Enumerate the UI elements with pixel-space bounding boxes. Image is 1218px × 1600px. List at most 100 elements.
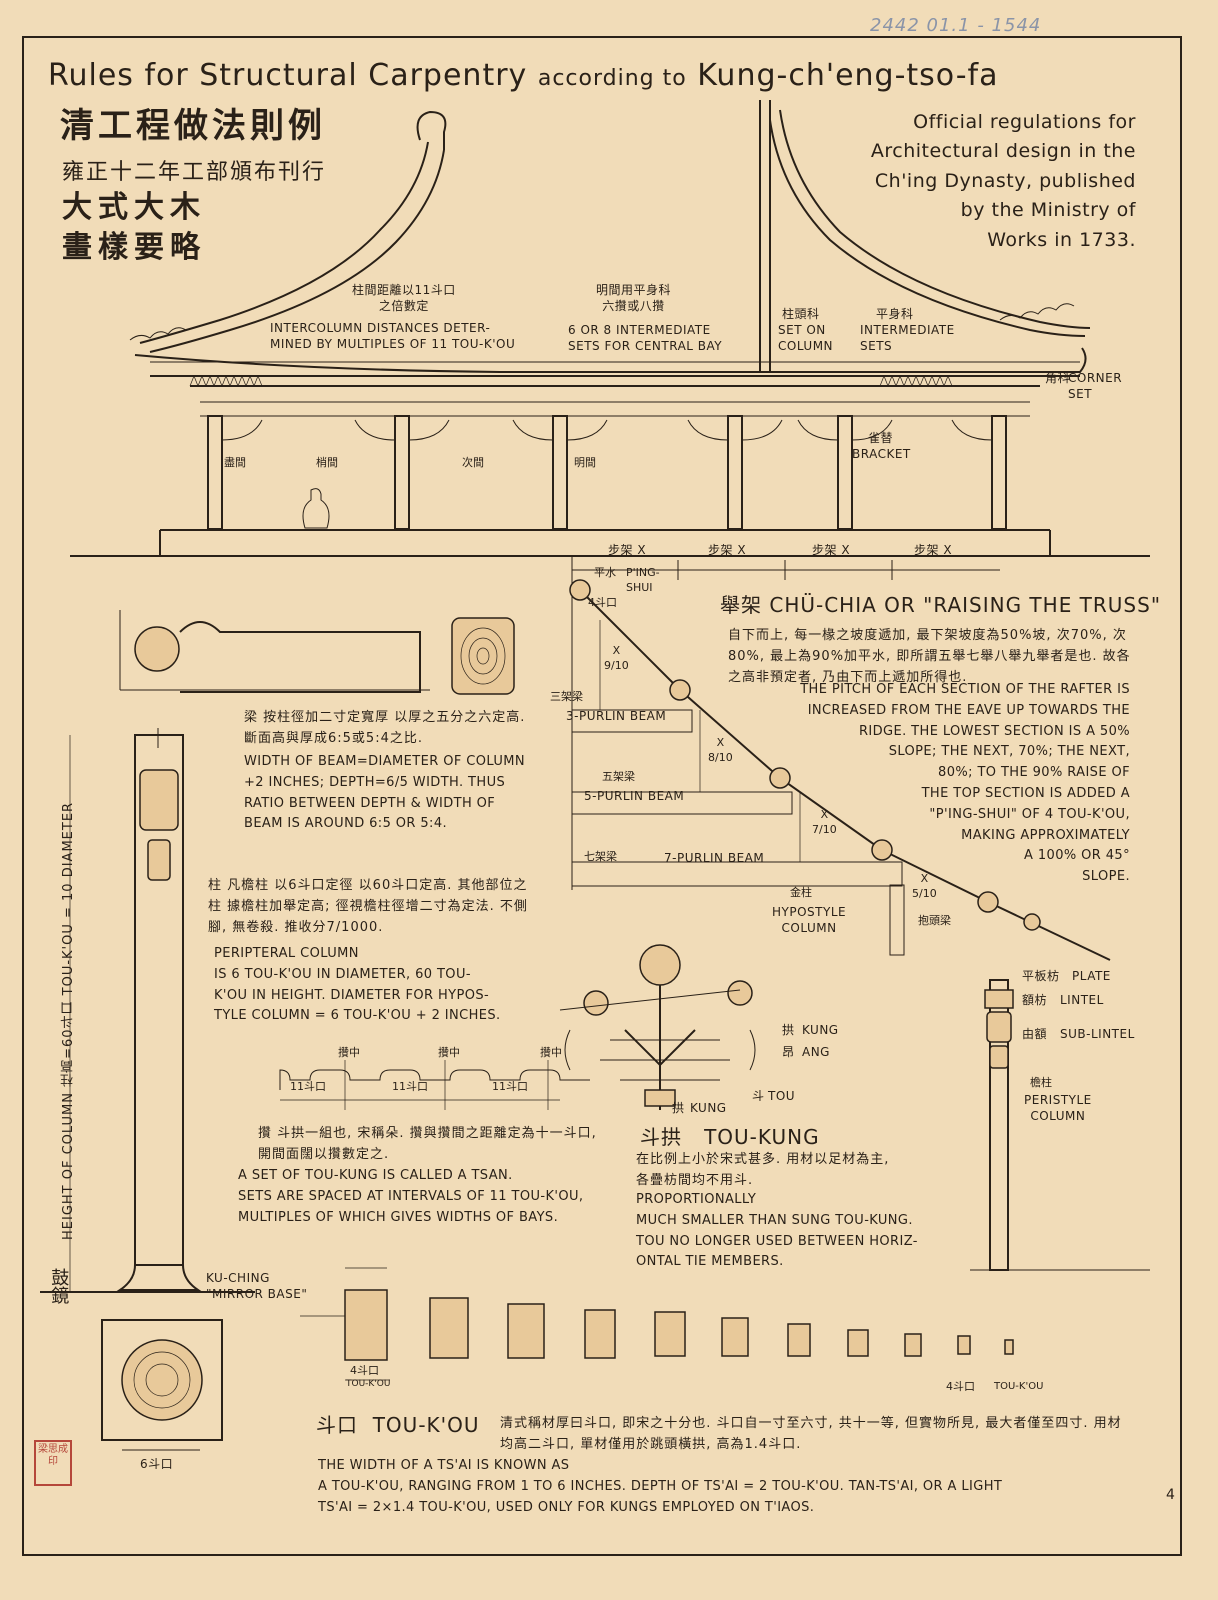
purlin5-label-cjk: 五架梁: [602, 770, 635, 783]
bracket-label-cjk: 雀替: [868, 431, 894, 445]
mirror-base-label: KU-CHING "MIRROR BASE": [206, 1271, 308, 1302]
peristyle-label: PERISTYLE COLUMN: [1024, 1093, 1092, 1124]
intercolumn-label-cjk: 柱間距離以11斗口 之倍數定: [352, 283, 456, 314]
corner-set-label-cjk: 角科: [1045, 371, 1071, 385]
ang-label-cjk: 昂: [782, 1045, 795, 1059]
raise-ratio-third: X 7/10: [812, 808, 837, 836]
sub-lintel-label: SUB-LINTEL: [1060, 1027, 1135, 1041]
step-span-2: 步架 X: [708, 543, 747, 557]
truss-note-cjk: 自下而上, 每一椽之坡度遞加, 最下架坡度為50%坡, 次70%, 次80%, …: [728, 628, 1131, 685]
plate-label: PLATE: [1072, 969, 1111, 983]
purlin3-label-cjk: 三架梁: [550, 690, 583, 703]
red-seal-stamp: 梁思成印: [34, 1440, 72, 1486]
intermediate-sets-label-cjk: 平身科: [876, 307, 914, 321]
toukung-heading: 斗拱 TOU-KUNG: [640, 1124, 820, 1151]
toukou-dimension: TOU-K'OU: [346, 1379, 391, 1389]
tsan-spacing-2: 11斗口: [392, 1080, 428, 1093]
beam-diagram: [119, 610, 515, 695]
mirror-base-label-cjk: 鼓鏡: [48, 1268, 70, 1304]
truss-diagram: [569, 556, 1150, 1271]
tsan-note-cjk: 攢 斗拱一組也, 宋稱朵. 攢與攢間之距離定為十一斗口, 開間面闊以攢數定之.: [258, 1126, 597, 1162]
beam-note: WIDTH OF BEAM=DIAMETER OF COLUMN +2 INCH…: [244, 754, 526, 832]
step-span-3: 步架 X: [812, 543, 851, 557]
truss-heading: 舉架 CHÜ-CHIA OR "RAISING THE TRUSS": [720, 592, 1161, 619]
toukou-dimension-cjk: 4斗口: [350, 1364, 379, 1377]
kung-label-cjk: 拱: [782, 1023, 795, 1037]
tie-beam-label-cjk: 抱頭梁: [918, 914, 951, 927]
toukung-heading-text: TOU-KUNG: [704, 1125, 820, 1149]
lintel-label: LINTEL: [1060, 993, 1104, 1007]
base-dimension: 6斗口: [140, 1457, 174, 1471]
cjk-title-line1: 清工程做法則例: [60, 106, 326, 146]
purlin3-label: 3-PURLIN BEAM: [566, 709, 667, 723]
bay-label-secondary: 次間: [462, 456, 484, 469]
tsan-diagram: [279, 1060, 590, 1110]
tsan-center-mark-3: 攢中: [540, 1046, 562, 1059]
hypostyle-label: HYPOSTYLE COLUMN: [772, 905, 847, 936]
toukung-note-cjk: 在比例上小於宋式甚多. 用材以足材為主, 各疊枋間均不用斗.: [636, 1152, 890, 1188]
set-on-column-label-cjk: 柱頭科: [782, 307, 820, 321]
column-note: PERIPTERAL COLUMN IS 6 TOU-K'OU IN DIAME…: [214, 946, 501, 1024]
raise-ratio-second: X 8/10: [708, 736, 733, 764]
official-regulations-note: Official regulations for Architectural d…: [870, 111, 1136, 251]
toukung-note: PROPORTIONALLY MUCH SMALLER THAN SUNG TO…: [636, 1192, 918, 1270]
kung-label: KUNG: [802, 1023, 839, 1037]
toukou-dimension2-cjk: 4斗口: [946, 1380, 975, 1393]
central-bay-label: 6 OR 8 INTERMEDIATE SETS FOR CENTRAL BAY: [568, 323, 723, 354]
toukou-note-cjk: 清式稱材厚曰斗口, 即宋之十分也. 斗口自一寸至六寸, 共十一等, 但實物所見,…: [500, 1416, 1122, 1452]
corner-set-label: CORNER SET: [1068, 371, 1123, 402]
plate-label-cjk: 平板枋: [1022, 969, 1060, 983]
pingshui-label: P'ING- SHUI: [626, 566, 660, 594]
toukou-heading-cjk: 斗口: [316, 1413, 358, 1437]
border-frame: [22, 36, 1182, 1556]
toukung-heading-cjk: 斗拱: [640, 1125, 682, 1149]
toukou-heading: 斗口 TOU-K'OU: [316, 1412, 480, 1439]
pencil-catalog-note: 2442 01.1 - 1544: [870, 15, 1042, 36]
tsan-spacing-1: 11斗口: [290, 1080, 326, 1093]
step-span-4: 步架 X: [914, 543, 953, 557]
ang-label: ANG: [802, 1045, 830, 1059]
set-on-column-label: SET ON COLUMN: [778, 323, 834, 354]
intermediate-sets-label: INTERMEDIATE SETS: [860, 323, 955, 354]
title-connector: according to: [537, 66, 687, 91]
toukung-diagram: [559, 944, 756, 1110]
purlin7-label: 7-PURLIN BEAM: [664, 851, 765, 865]
page-number: 4: [1166, 1487, 1175, 1503]
tou-label-cjk: 斗: [752, 1089, 765, 1103]
step-span-1: 步架 X: [608, 543, 647, 557]
beam-note-cjk: 梁 按柱徑加二寸定寬厚 以厚之五分之六定高. 斷面高與厚成6:5或5:4之比.: [244, 710, 526, 746]
title-main: Rules for Structural Carpentry: [48, 58, 528, 93]
bay-label-central: 明間: [574, 456, 596, 469]
tsan-center-mark-1: 攢中: [338, 1046, 360, 1059]
purlin5-label: 5-PURLIN BEAM: [584, 789, 685, 803]
purlin7-label-cjk: 七架梁: [584, 850, 617, 863]
tsan-spacing-3: 11斗口: [492, 1080, 528, 1093]
lintel-label-cjk: 額枋: [1022, 993, 1048, 1007]
toukou-series: [300, 1267, 1014, 1381]
sub-lintel-label-cjk: 由額: [1022, 1027, 1048, 1041]
hypostyle-label-cjk: 金柱: [790, 886, 812, 899]
kung2-label-cjk: 拱: [672, 1101, 685, 1115]
column-note-cjk: 柱 凡檐柱 以6斗口定徑 以60斗口定高. 其他部位之柱 據檐柱加舉定高; 徑視…: [208, 878, 528, 935]
tou-label: TOU: [768, 1089, 796, 1103]
pingshui-label-cjk: 平水: [594, 566, 616, 579]
column-height-label: HEIGHT OF COLUMN 柱高=60斗口 TOU-K'OU = 10 D…: [61, 801, 76, 1240]
toukou-note: THE WIDTH OF A TS'AI IS KNOWN AS A TOU-K…: [318, 1458, 1003, 1515]
bay-label-end: 盡間: [224, 456, 246, 469]
tsan-center-mark-2: 攢中: [438, 1046, 460, 1059]
cjk-title-line2: 雍正十二年工部頒布刊行: [62, 160, 327, 185]
kung2-label: KUNG: [690, 1101, 727, 1115]
truss-heading-cjk: 舉架: [720, 593, 762, 617]
truss-heading-text: CHÜ-CHIA OR "RAISING THE TRUSS": [769, 593, 1162, 617]
bracket-label: BRACKET: [852, 447, 911, 461]
raise-ratio-top: X 9/10: [604, 644, 629, 672]
pingshui-dimension: 4斗口: [588, 596, 617, 609]
page-title: Rules for Structural Carpentry according…: [48, 56, 999, 97]
peristyle-label-cjk: 檐柱: [1030, 1076, 1052, 1089]
intercolumn-label: INTERCOLUMN DISTANCES DETER- MINED BY MU…: [270, 321, 516, 352]
bay-label-penultimate: 梢間: [316, 456, 338, 469]
tsan-note: A SET OF TOU-KUNG IS CALLED A TSAN. SETS…: [238, 1168, 584, 1225]
title-source: Kung-ch'eng-tso-fa: [697, 58, 999, 93]
